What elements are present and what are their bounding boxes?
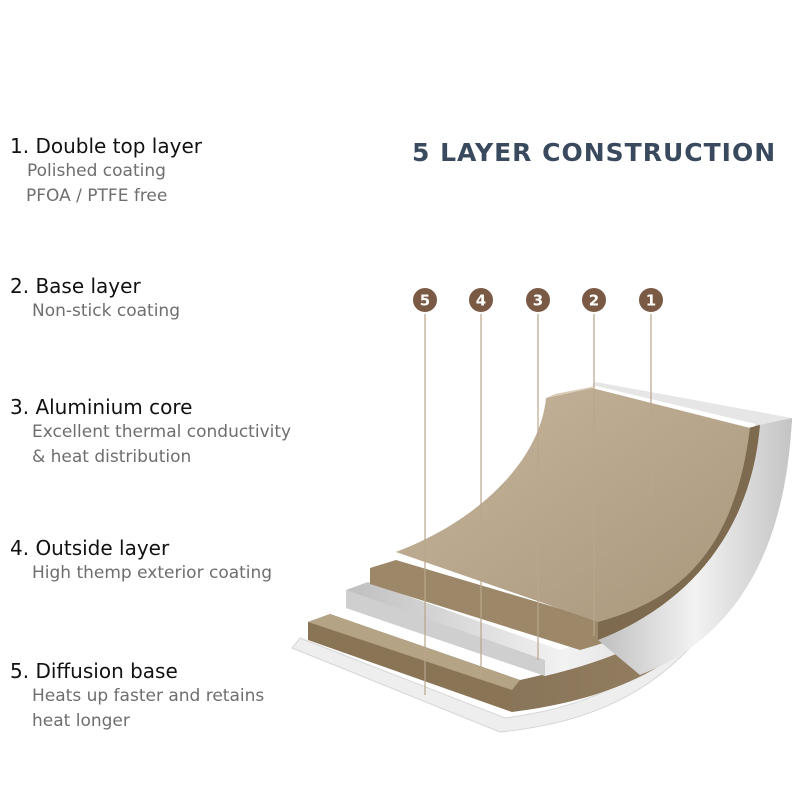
layer-marker-1: 1 (637, 286, 665, 314)
layer-1-item: 1. Double top layer Polished coating PFO… (10, 133, 202, 209)
layer-3-desc-line-1: Excellent thermal conductivity (32, 422, 292, 442)
double-top-layer-surface (396, 388, 750, 622)
layer-2-title: 2. Base layer (10, 274, 141, 298)
layer-marker-2: 2 (580, 286, 608, 314)
layer-1-desc-line-1: Polished coating (27, 161, 166, 181)
layer-5-item: 5. Diffusion base Heats up faster and re… (10, 658, 264, 734)
marker-4-label: 4 (476, 292, 486, 310)
layer-1-desc-line-2: PFOA / PTFE free (26, 186, 168, 206)
layer-3-title: 3. Aluminium core (10, 395, 193, 419)
pointer-lines (424, 300, 652, 695)
layer-4-title: 4. Outside layer (10, 536, 170, 560)
layer-4-item: 4. Outside layer High themp exterior coa… (10, 535, 272, 586)
layer-1-title: 1. Double top layer (10, 134, 202, 158)
layer-5-desc-line-2: heat longer (32, 711, 130, 731)
layer-marker-3: 3 (524, 286, 552, 314)
layer-5-desc-line-1: Heats up faster and retains (32, 686, 265, 706)
marker-2-label: 2 (589, 292, 599, 310)
layer-2-item: 2. Base layer Non-stick coating (10, 273, 180, 324)
marker-1-label: 1 (646, 292, 656, 310)
marker-3-label: 3 (533, 292, 543, 310)
layer-marker-5: 5 (411, 286, 439, 314)
layer-3-desc-line-2: & heat distribution (32, 447, 192, 467)
marker-5-label: 5 (420, 292, 430, 310)
diagram-title: 5 LAYER CONSTRUCTION (412, 138, 777, 167)
layer-2-desc-line-1: Non-stick coating (32, 301, 180, 321)
layer-5-title: 5. Diffusion base (10, 659, 178, 683)
layer-4-desc-line-1: High themp exterior coating (32, 563, 273, 583)
layer-marker-4: 4 (467, 286, 495, 314)
layer-3-item: 3. Aluminium core Excellent thermal cond… (10, 394, 291, 470)
